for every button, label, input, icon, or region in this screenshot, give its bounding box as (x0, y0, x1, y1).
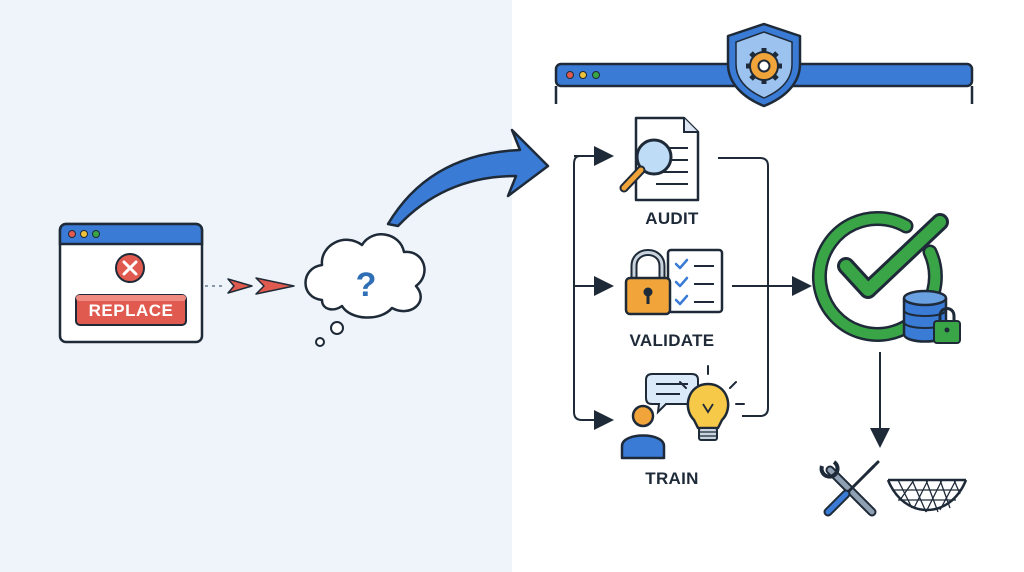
safety-net-icon (886, 478, 968, 513)
curved-transition-arrow (386, 128, 550, 228)
red-arrows (205, 277, 295, 295)
replace-button[interactable]: REPLACE (75, 294, 187, 326)
locked-database-icon (902, 289, 961, 344)
step-label-audit: AUDIT (645, 209, 699, 228)
replace-window: REPLACE (58, 222, 204, 344)
shield-gear-icon (726, 22, 802, 108)
thought-cloud: ? (304, 233, 426, 347)
person-lightbulb-icon (620, 365, 745, 460)
error-x-icon (115, 253, 145, 283)
padlock-checklist-icon (624, 248, 724, 316)
wrench-screwdriver-icon (819, 460, 880, 517)
replace-button-label: REPLACE (89, 301, 174, 320)
step-label-train: TRAIN (645, 469, 698, 488)
step-label-validate: VALIDATE (630, 331, 715, 350)
document-magnifier-icon (619, 116, 700, 202)
question-mark: ? (356, 266, 377, 304)
flow-connectors (573, 146, 890, 448)
